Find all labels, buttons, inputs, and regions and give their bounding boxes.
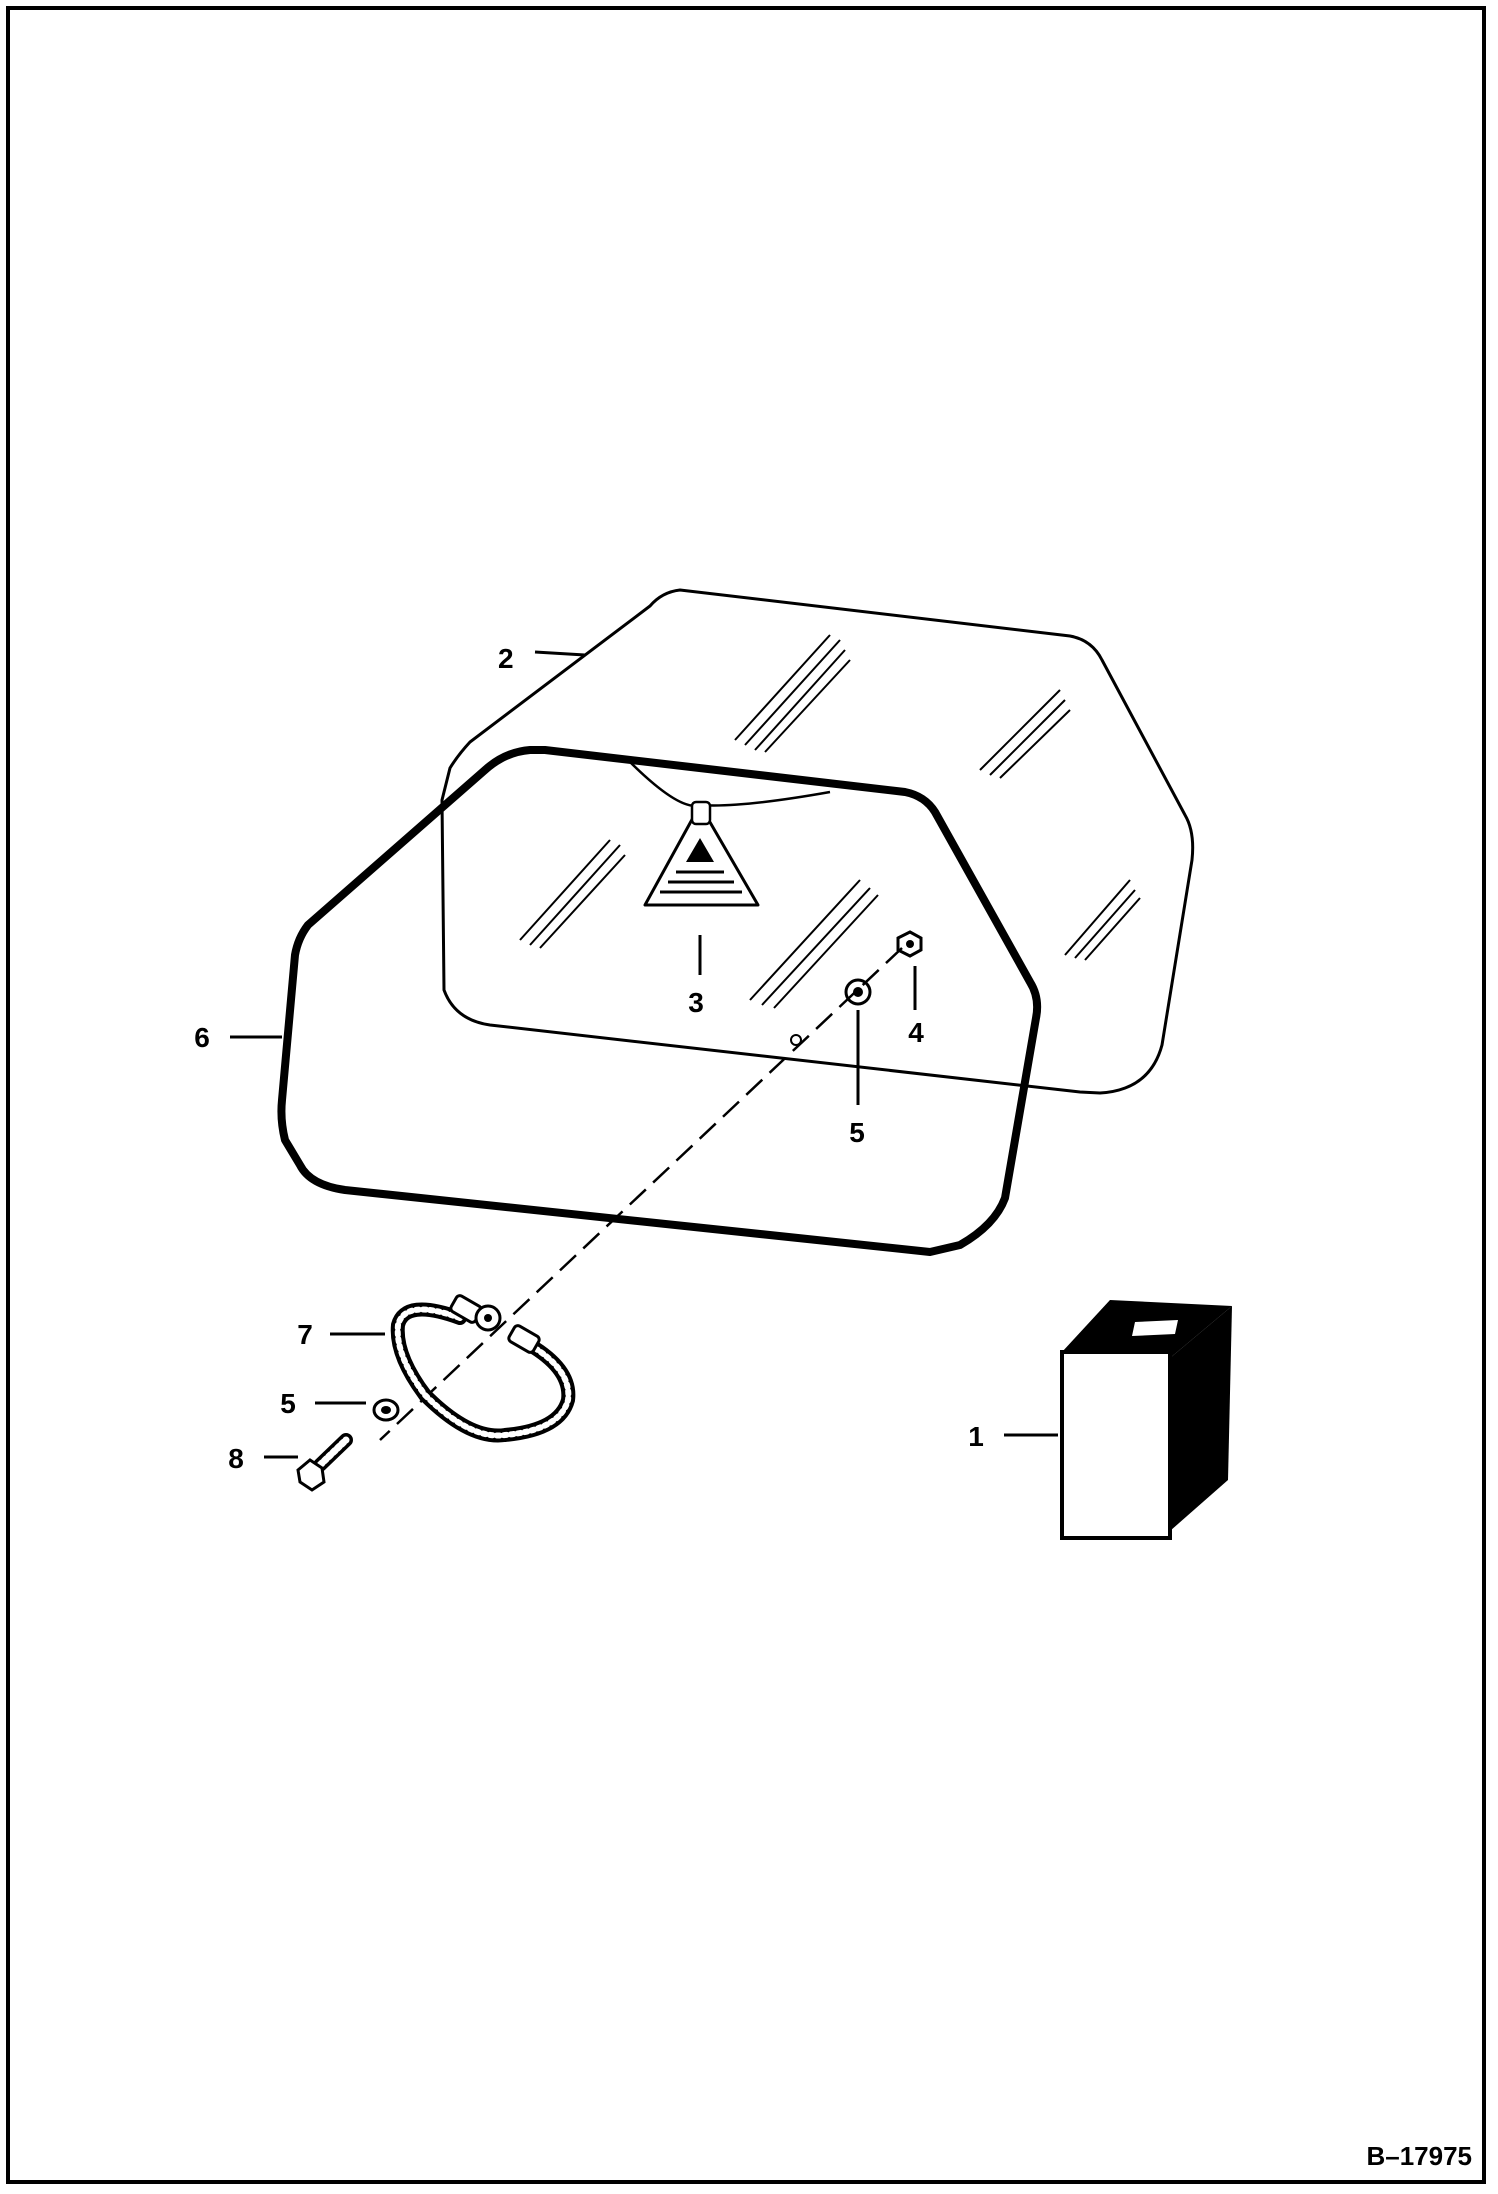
callout-battery: 1 [968, 1421, 984, 1452]
callout-labels: 2 3 4 5 6 7 5 8 1 [194, 643, 984, 1474]
hazard-triangle-icon [686, 838, 714, 862]
callout-bolt: 8 [228, 1443, 244, 1474]
callout-washer-upper: 5 [849, 1117, 865, 1148]
callout-window-glass: 2 [498, 643, 514, 674]
washer-lower [372, 1398, 400, 1422]
callout-warning-decal: 3 [688, 987, 704, 1018]
washer-upper [844, 978, 872, 1006]
callout-rubber-seal: 6 [194, 1022, 210, 1053]
mounting-hole [790, 1034, 802, 1046]
callout-washer-lower: 5 [280, 1388, 296, 1419]
rubber-seal [277, 746, 1042, 1256]
bolt [296, 1433, 353, 1492]
nut [896, 930, 923, 958]
leader-lines [230, 650, 1058, 1459]
warning-decal [627, 759, 831, 907]
callout-nut: 4 [908, 1017, 924, 1048]
cable-clamp [390, 1294, 576, 1443]
glass-glare-lines [519, 634, 1141, 1009]
battery [1060, 1300, 1232, 1540]
callout-cable-clamp: 7 [297, 1319, 313, 1350]
page-border [6, 6, 1486, 2184]
assembly-centerline [379, 947, 903, 1441]
figure-number: B–17975 [1366, 2141, 1472, 2171]
window-glass [440, 588, 1195, 1095]
